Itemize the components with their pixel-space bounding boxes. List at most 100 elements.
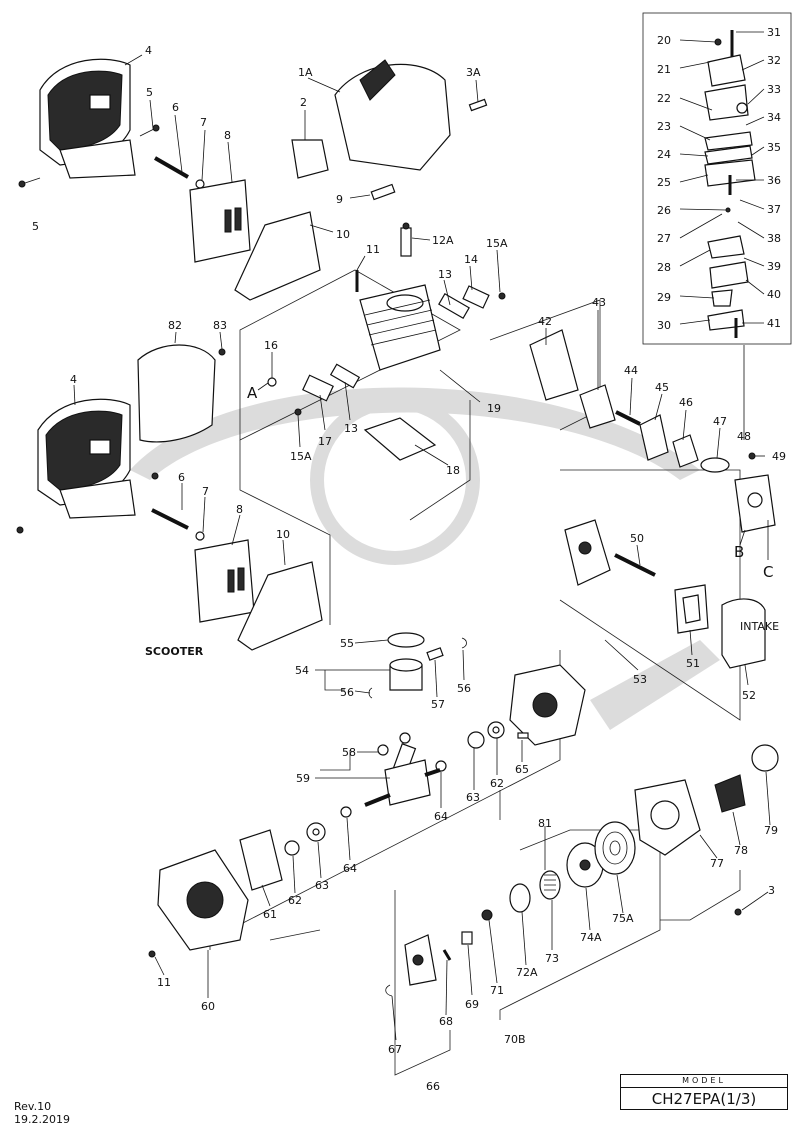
label-17: 17 [318,435,332,448]
crankcase-part-60 [157,849,249,951]
crankshaft-part-59 [364,743,441,807]
gasket-part-61 [239,829,283,891]
label-29: 29 [657,291,671,304]
label-1A: 1A [298,66,313,79]
label-8-upper: 8 [224,129,231,142]
key-part-65 [517,732,529,739]
screw-part-49 [748,452,756,460]
label-11-lower: 11 [157,976,171,989]
label-19: 19 [487,402,501,415]
screw-part-83 [218,348,226,356]
label-35: 35 [767,141,781,154]
model-value: CH27EPA(1/3) [651,1090,757,1108]
screw-part-5-lower [18,177,41,188]
label-77: 77 [710,857,724,870]
label-79: 79 [764,824,778,837]
label-24: 24 [657,148,671,161]
label-82: 82 [168,319,182,332]
label-22: 22 [657,92,671,105]
revision-date: 19.2.2019 [14,1113,70,1126]
label-23: 23 [657,120,671,133]
label-15A-upper: 15A [486,237,508,250]
label-3: 3 [768,884,775,897]
screw-part-71 [481,909,493,921]
part-labels: 4 5 6 7 8 5 1A 2 3A 9 10 11 12A 13 14 15… [32,26,786,1093]
label-34: 34 [767,111,781,124]
cover-part-1A [334,59,451,171]
muffler-part-8-lower [194,539,255,623]
label-54: 54 [295,664,309,677]
screw-part-5-upper [139,124,160,137]
bearing-part-58-left [377,744,389,756]
label-59: 59 [296,772,310,785]
screw-lower-right [151,472,159,480]
label-11-upper: 11 [366,243,380,256]
washer-part-7-lower [195,531,205,541]
bearing-part-62-lower [284,840,300,856]
label-58: 58 [342,746,356,759]
washer-part-7-upper [195,179,205,189]
gasket-part-47 [700,457,730,473]
starter-case-part-77 [634,779,701,856]
pulley-part-72A [509,883,531,913]
screw-part-3 [734,908,742,916]
insulator-part-46 [672,434,699,468]
label-41: 41 [767,317,781,330]
label-12A: 12A [432,234,454,247]
label-69: 69 [465,998,479,1011]
gasket-part-13-upper [438,292,470,320]
guard-part-82 [137,344,216,443]
label-61: 61 [263,908,277,921]
revision-number: Rev.10 [14,1100,52,1113]
label-33: 33 [767,83,781,96]
label-57: 57 [431,698,445,711]
label-74A: 74A [580,931,602,944]
clip-part-67 [385,984,393,997]
label-6-lower: 6 [178,471,185,484]
screw-part-3A [468,98,488,112]
ref-label-A: A [247,384,258,402]
label-20: 20 [657,34,671,47]
watermark-text: SCOOTER [145,645,204,658]
label-32: 32 [767,54,781,67]
label-49: 49 [772,450,786,463]
bolt-part-6-upper [154,156,189,179]
label-37: 37 [767,203,781,216]
label-13-lower: 13 [344,422,358,435]
pawl-part-69 [461,931,473,945]
screw-part-15A-lower [294,408,302,416]
label-75A: 75A [612,912,634,925]
label-66: 66 [426,1080,440,1093]
pin-part-57 [426,647,444,661]
reel-part-74A [566,842,604,888]
intake-marking: INTAKE [740,620,779,633]
label-48: 48 [737,430,751,443]
screw-part-11-lower [148,950,156,958]
washer-part-64-lower [340,806,352,818]
label-10-upper: 10 [336,228,350,241]
label-68: 68 [439,1015,453,1028]
bearing-part-62-upper [487,721,505,739]
label-55: 55 [340,637,354,650]
label-28: 28 [657,261,671,274]
label-63-upper: 63 [466,791,480,804]
label-81: 81 [538,817,552,830]
label-70B: 70B [504,1033,526,1046]
label-65: 65 [515,763,529,776]
label-26: 26 [657,204,671,217]
label-14: 14 [464,253,478,266]
insulator-part-17 [302,374,334,402]
label-47: 47 [713,415,727,428]
label-13-upper: 13 [438,268,452,281]
ref-label-B: B [734,543,744,561]
label-42: 42 [538,315,552,328]
label-31: 31 [767,26,781,39]
gasket-part-13-lower [329,363,361,389]
label-43: 43 [592,296,606,309]
screw-part-5-lower-left [16,526,24,534]
label-4-upper: 4 [145,44,152,57]
label-36: 36 [767,174,781,187]
insulator-part-14 [462,285,490,309]
label-40: 40 [767,288,781,301]
